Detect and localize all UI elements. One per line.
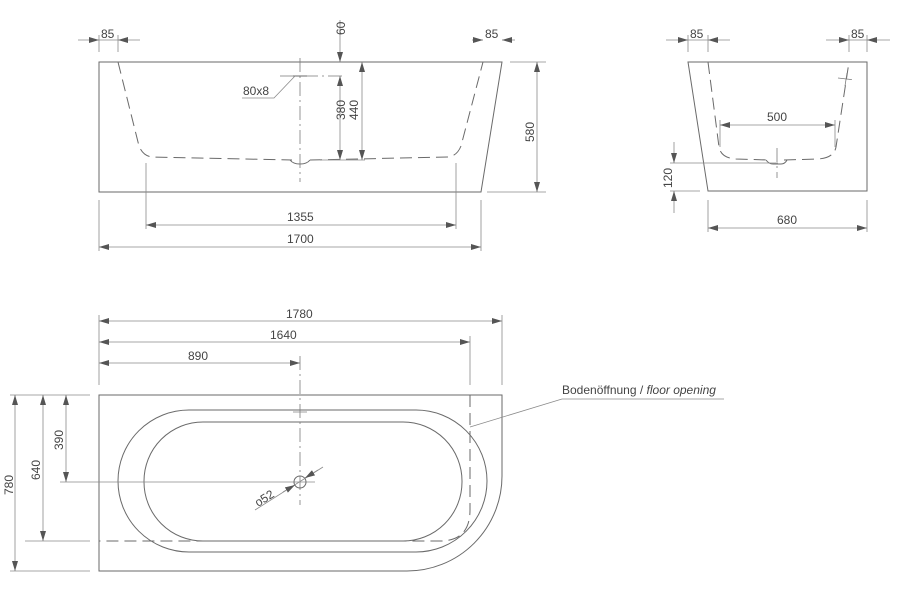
dim-floor-opening-width: 640 [29,460,43,480]
dim-side-left-wall: 85 [690,27,704,41]
plan-rim [117,409,488,553]
plan-view: o52 1780 1640 890 780 640 390 Bodenöffnu… [2,307,724,572]
overflow-leader [242,75,296,99]
plan-outline [98,394,503,572]
dim-side-inner-bottom: 500 [767,110,787,124]
dim-overflow-height: 380 [334,100,348,120]
dim-length: 1700 [287,232,314,246]
dim-front-left-wall: 85 [101,27,115,41]
dim-floor-opening-length: 1640 [270,328,297,342]
dim-total-width: 780 [2,475,16,495]
dim-drain-x: 890 [188,349,208,363]
dim-side-width: 680 [777,213,797,227]
floor-opening-outline [99,395,471,542]
dim-inner-bottom: 1355 [287,210,314,224]
floor-opening-leader [469,398,724,428]
drain-diameter: o52 [252,487,277,510]
front-outline [98,61,503,193]
dim-height: 580 [523,122,537,142]
dim-total-length: 1780 [286,307,313,321]
dim-drain-height: 120 [661,168,675,188]
dim-front-right-wall: 85 [485,27,499,41]
floor-opening-label: Bodenöffnung / floor opening [562,383,716,397]
plan-basin [143,421,463,542]
dim-overflow-from-top: 60 [334,21,348,35]
front-view: 80x8 85 85 60 380 440 580 1355 1700 [78,20,546,251]
dim-drain-y: 390 [52,430,66,450]
side-inner-basin [707,61,850,161]
drain-icon [293,475,307,489]
front-inner-basin [117,61,484,161]
dim-side-right-wall: 85 [851,27,865,41]
overflow-label: 80x8 [243,84,269,98]
side-view: 85 85 500 120 680 [661,27,890,232]
side-outline [687,61,868,192]
dim-inner-depth: 440 [347,100,361,120]
